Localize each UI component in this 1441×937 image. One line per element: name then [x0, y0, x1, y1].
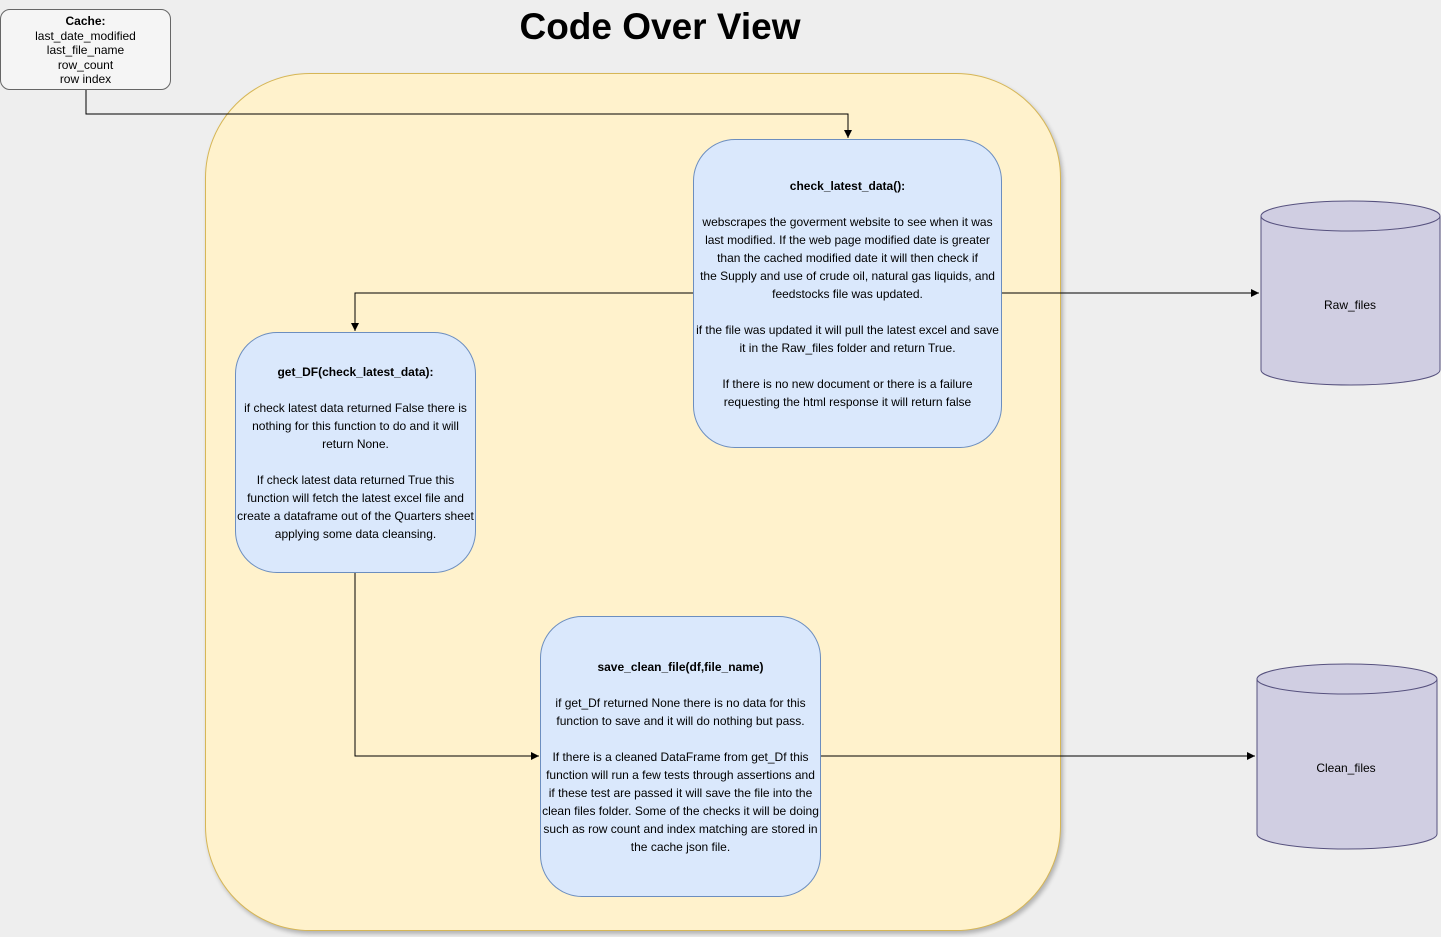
cache-field: row_count	[57, 57, 114, 72]
cache-field: last_file_name	[46, 43, 125, 57]
text-line: if these test are passed it will save th…	[548, 785, 813, 800]
text-line: requesting the html response it will ret…	[723, 394, 972, 409]
text-line: if check latest data returned False ther…	[244, 400, 467, 415]
check-latest-data-para-3: If there is no new document or there is …	[722, 375, 972, 411]
check-latest-data-heading: check_latest_data():	[789, 178, 906, 193]
text-line: create a dataframe out of the Quarters s…	[237, 508, 474, 523]
text-line: function will run a few tests through as…	[546, 767, 815, 782]
cache-box: Cache: last_date_modified last_file_name…	[0, 9, 171, 90]
text-line: webscrapes the goverment website to see …	[702, 214, 993, 229]
text-line: clean files folder. Some of the checks i…	[542, 803, 819, 818]
get-df-node: get_DF(check_latest_data): if check late…	[235, 332, 476, 573]
clean-files-label: Clean_files	[1316, 761, 1376, 775]
text-line: if get_Df returned None there is no data…	[555, 695, 806, 710]
cache-field: last_date_modified	[35, 28, 136, 43]
raw-files-cylinder	[1260, 200, 1441, 386]
text-line: If there is no new document or there is …	[722, 376, 973, 391]
check-latest-data-node: check_latest_data(): webscrapes the gove…	[693, 139, 1002, 448]
text-line: function will fetch the latest excel fil…	[247, 490, 464, 505]
cache-field: row index	[59, 72, 112, 86]
cache-heading: Cache:	[65, 14, 106, 28]
text-line: If there is a cleaned DataFrame from get…	[552, 749, 809, 764]
text-line: feedstocks file was updated.	[772, 286, 923, 301]
text-line: applying some data cleansing.	[274, 526, 437, 541]
save-clean-file-heading: save_clean_file(df,file_name)	[597, 659, 764, 674]
text-line: the cache json file.	[630, 839, 731, 854]
get-df-heading: get_DF(check_latest_data):	[277, 364, 434, 379]
text-line: such as row count and index matching are…	[543, 821, 818, 836]
save-clean-file-node: save_clean_file(df,file_name) if get_Df …	[540, 616, 821, 897]
check-latest-data-para-2: if the file was updated it will pull the…	[696, 321, 999, 357]
text-line: function to save and it will do nothing …	[556, 713, 805, 728]
text-line: it in the Raw_files folder and return Tr…	[739, 340, 956, 355]
edge-getdf-to-save	[354, 572, 539, 760]
clean-files-cylinder	[1256, 663, 1438, 850]
text-line: If check latest data returned True this	[256, 472, 455, 487]
page-title: Code Over View	[519, 6, 801, 47]
text-line: the Supply and use of crude oil, natural…	[700, 268, 995, 283]
edge-cache-to-check	[85, 90, 852, 138]
check-latest-data-para-1: webscrapes the goverment website to see …	[700, 213, 995, 303]
get-df-para-1: if check latest data returned False ther…	[244, 399, 467, 453]
save-clean-file-para-1: if get_Df returned None there is no data…	[555, 694, 805, 730]
text-line: nothing for this function to do and it w…	[252, 418, 459, 433]
text-line: if the file was updated it will pull the…	[696, 322, 999, 337]
text-line: than the cached modified date it will th…	[717, 250, 978, 265]
get-df-para-2: If check latest data returned True this …	[237, 471, 474, 543]
save-clean-file-para-2: If there is a cleaned DataFrame from get…	[542, 748, 819, 856]
text-line: last modified. If the web page modified …	[705, 232, 990, 247]
raw-files-label: Raw_files	[1323, 298, 1377, 312]
edge-check-to-getdf	[351, 292, 693, 331]
text-line: return None.	[322, 436, 389, 451]
